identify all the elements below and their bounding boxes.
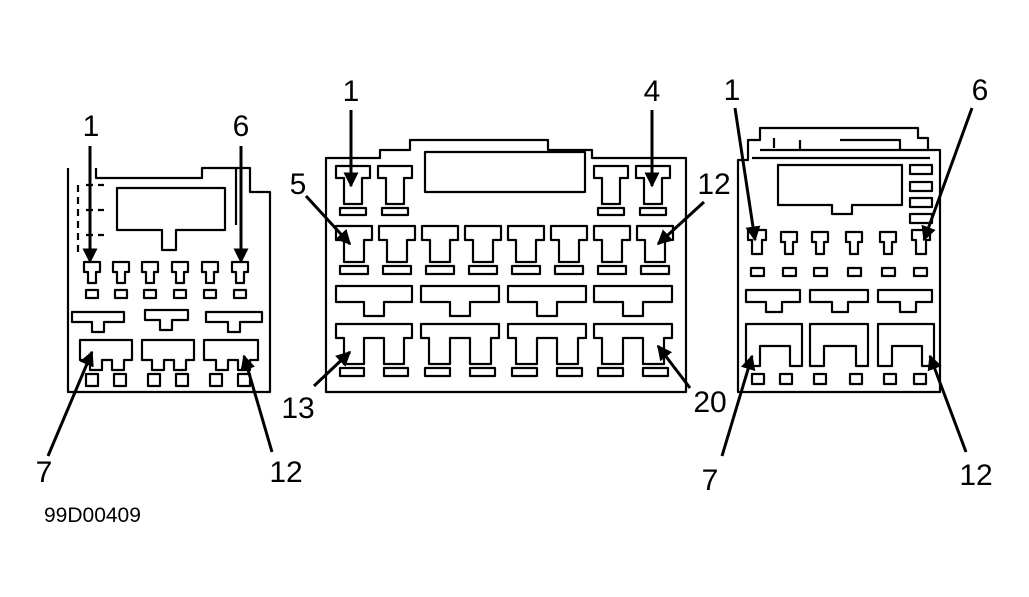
label-middle-20: 20	[693, 386, 726, 419]
label-middle-12: 12	[697, 168, 730, 201]
left-top-pins	[82, 260, 250, 300]
arrow-middle-pin-5	[304, 194, 352, 246]
arrow-left-pin-7	[46, 350, 94, 457]
middle-row3-keys	[334, 284, 674, 318]
label-middle-4: 4	[644, 75, 661, 108]
right-top-pins	[746, 228, 932, 278]
label-middle-1: 1	[343, 75, 360, 108]
arrow-middle-pin-13	[312, 350, 352, 388]
label-left-1: 1	[83, 110, 100, 143]
right-bottom-pins	[744, 322, 936, 386]
label-middle-13: 13	[281, 392, 314, 425]
middle-row2-pins	[334, 224, 675, 276]
label-right-12: 12	[959, 459, 992, 492]
left-bottom-pins	[78, 338, 260, 388]
left-connector	[66, 166, 272, 394]
arrow-middle-pin-12	[656, 200, 706, 246]
label-left-7: 7	[36, 456, 53, 489]
arrow-right-pin-1	[733, 107, 761, 242]
figure-reference-id: 99D00409	[44, 504, 141, 527]
right-connector	[736, 126, 942, 394]
arrow-right-pin-6	[921, 107, 974, 242]
arrow-middle-pin-20	[656, 344, 692, 389]
label-left-12: 12	[269, 456, 302, 489]
middle-row1-pins	[334, 164, 672, 217]
label-right-7: 7	[702, 464, 719, 497]
middle-row4-pins	[334, 322, 674, 378]
arrow-right-pin-12	[927, 354, 968, 453]
arrow-left-pin-12	[240, 354, 274, 453]
pin-labels: 1 6 7 12 1 4 5 12 13 20 1 6 7 12	[36, 74, 993, 497]
label-right-6: 6	[972, 74, 989, 107]
callout-arrows	[46, 107, 974, 457]
label-middle-5: 5	[290, 168, 307, 201]
middle-connector	[324, 138, 688, 394]
label-right-1: 1	[724, 74, 741, 107]
label-left-6: 6	[233, 110, 250, 143]
arrow-right-pin-7	[720, 354, 756, 457]
